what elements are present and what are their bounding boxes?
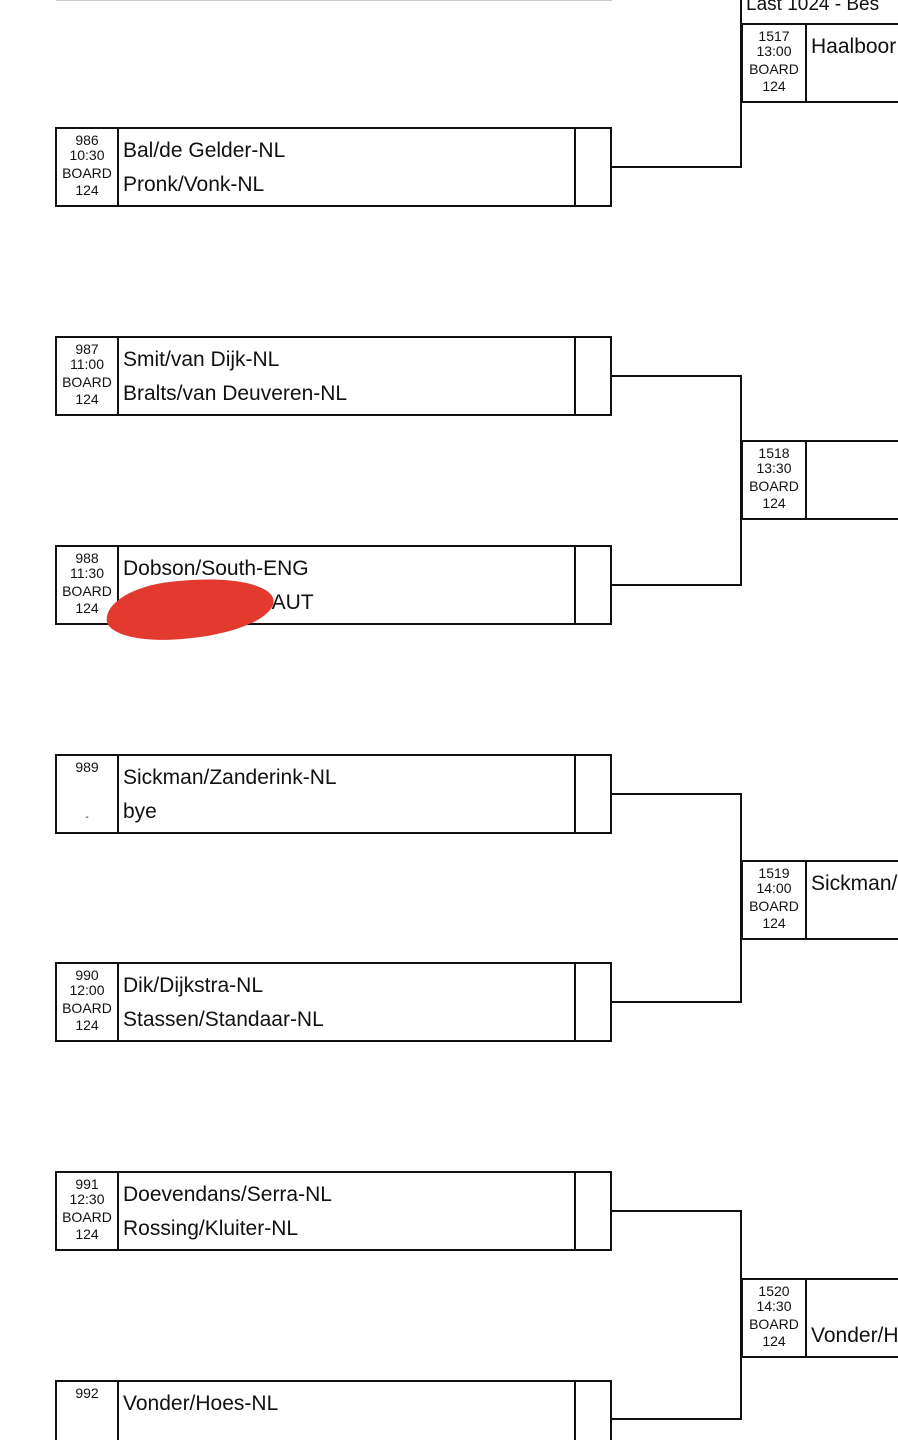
score-divider [574, 756, 576, 832]
player-1: Sickman/Zanderink-NL [123, 766, 337, 789]
match-info: 1517 13:00 BOARD 124 [743, 25, 807, 101]
board-number: 124 [762, 495, 786, 511]
match-991[interactable]: 991 12:30 BOARD 124 Doevendans/Serra-NL … [55, 1171, 612, 1251]
match-info: 987 11:00 BOARD 124 [57, 338, 119, 414]
bracket-connector [740, 793, 742, 1003]
match-time: 10:30 [69, 147, 105, 163]
board-label: BOARD [62, 373, 112, 390]
match-989[interactable]: 989 - Sickman/Zanderink-NL bye [55, 754, 612, 834]
bracket-connector [611, 584, 742, 586]
bracket-connector [611, 793, 742, 795]
score-divider [574, 964, 576, 1040]
board-number: 124 [762, 1333, 786, 1349]
match-number: 986 [75, 132, 99, 148]
score-divider [574, 129, 576, 205]
board-label: BOARD [62, 582, 112, 599]
board-number: 124 [75, 600, 99, 616]
score-divider [574, 1173, 576, 1249]
match-1517[interactable]: 1517 13:00 BOARD 124 Haalboor [741, 23, 898, 103]
match-number: 992 [75, 1385, 99, 1401]
match-info: 992 [57, 1382, 119, 1440]
player-2: bye [123, 800, 157, 823]
match-time [57, 774, 117, 809]
board-number: 124 [75, 1226, 99, 1242]
bracket-connector [611, 1418, 742, 1420]
match-time: 14:30 [756, 1298, 792, 1314]
match-time: 14:00 [756, 880, 792, 896]
board-number: 124 [75, 391, 99, 407]
match-info: 1520 14:30 BOARD 124 [743, 1280, 807, 1356]
match-number: 987 [75, 341, 99, 357]
match-time: 12:00 [69, 982, 105, 998]
match-number: 989 [75, 759, 99, 775]
match-info: 1519 14:00 BOARD 124 [743, 862, 807, 938]
player-1: Sickman/ [811, 872, 898, 895]
player-1: Smit/van Dijk-NL [123, 348, 280, 371]
match-number: 1520 [758, 1283, 790, 1299]
board-label: BOARD [62, 164, 112, 181]
bracket-connector [611, 1210, 742, 1212]
board-label: BOARD [749, 477, 799, 494]
board-number: 124 [75, 182, 99, 198]
board-number: 124 [762, 915, 786, 931]
bracket-connector [611, 375, 742, 377]
match-990[interactable]: 990 12:00 BOARD 124 Dik/Dijkstra-NL Stas… [55, 962, 612, 1042]
match-1519[interactable]: 1519 14:00 BOARD 124 Sickman/ [741, 860, 898, 940]
player-2: Stassen/Standaar-NL [123, 1008, 324, 1031]
round-title: Last 1024 - Bes [746, 0, 880, 15]
match-time: 11:00 [70, 356, 104, 372]
player-1: Bal/de Gelder-NL [123, 139, 286, 162]
board-label: BOARD [62, 999, 112, 1016]
match-time: 11:30 [70, 565, 104, 581]
match-info: 991 12:30 BOARD 124 [57, 1173, 119, 1249]
top-divider [56, 0, 612, 1]
match-986[interactable]: 986 10:30 BOARD 124 Bal/de Gelder-NL Pro… [55, 127, 612, 207]
bracket-connector [740, 375, 742, 586]
match-info: 1518 13:30 BOARD 124 [743, 442, 807, 518]
match-992[interactable]: 992 Vonder/Hoes-NL [55, 1380, 612, 1440]
board-label: BOARD [62, 1208, 112, 1225]
board-label: BOARD [749, 1315, 799, 1332]
player-2: Vonder/H [811, 1324, 898, 1347]
match-info: 986 10:30 BOARD 124 [57, 129, 119, 205]
match-info: 990 12:00 BOARD 124 [57, 964, 119, 1040]
match-number: 990 [75, 967, 99, 983]
board-label: BOARD [749, 60, 799, 77]
board-number: 124 [762, 78, 786, 94]
match-number: 1518 [758, 445, 790, 461]
match-1518[interactable]: 1518 13:30 BOARD 124 [741, 440, 898, 520]
player-1: Doevendans/Serra-NL [123, 1183, 332, 1206]
match-number: 1519 [758, 865, 790, 881]
match-number: 1517 [758, 28, 790, 44]
bracket-connector [740, 0, 742, 168]
match-number: 991 [75, 1176, 99, 1192]
bracket-connector [611, 1001, 742, 1003]
score-divider [574, 547, 576, 623]
player-2: Bralts/van Deuveren-NL [123, 382, 348, 405]
player-1: Vonder/Hoes-NL [123, 1392, 279, 1415]
match-1520[interactable]: 1520 14:30 BOARD 124 Vonder/H [741, 1278, 898, 1358]
match-number: 988 [75, 550, 99, 566]
score-divider [574, 338, 576, 414]
player-1: Haalboor [811, 35, 897, 58]
match-time: 12:30 [69, 1191, 105, 1207]
match-987[interactable]: 987 11:00 BOARD 124 Smit/van Dijk-NL Bra… [55, 336, 612, 416]
match-info: 988 11:30 BOARD 124 [57, 547, 119, 623]
player-1: Dobson/South-ENG [123, 557, 309, 580]
board-number: 124 [75, 1017, 99, 1033]
board-label: BOARD [749, 897, 799, 914]
bracket-connector [740, 1210, 742, 1420]
player-1: Dik/Dijkstra-NL [123, 974, 264, 997]
player-2: Pronk/Vonk-NL [123, 173, 265, 196]
match-time: 13:00 [756, 43, 792, 59]
bracket-connector [611, 166, 742, 168]
match-info: 989 - [57, 756, 119, 832]
board-number: - [85, 812, 89, 823]
score-divider [574, 1382, 576, 1440]
player-2: Rossing/Kluiter-NL [123, 1217, 299, 1240]
match-time: 13:30 [756, 460, 792, 476]
